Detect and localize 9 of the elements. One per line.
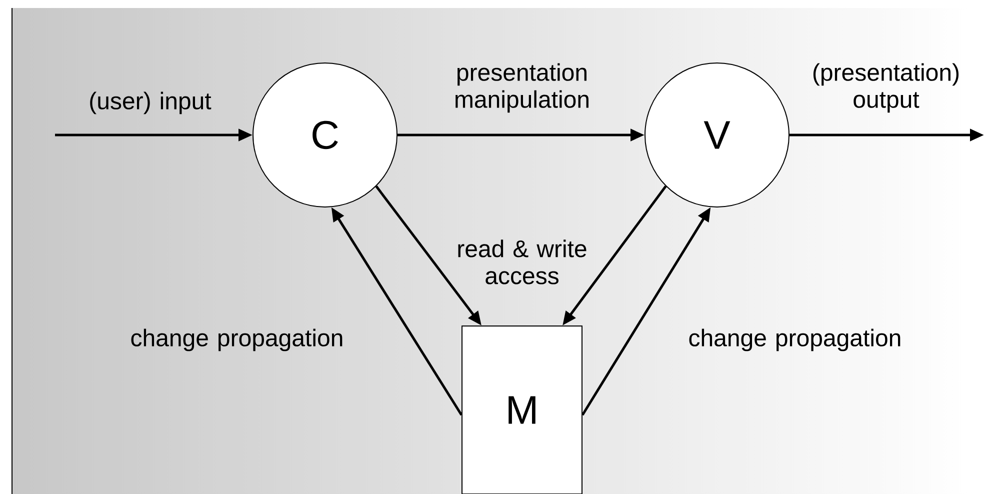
edge-label: change propagation xyxy=(131,328,342,352)
edge-label: (user) input xyxy=(90,92,212,114)
box-node: M xyxy=(462,326,582,494)
edge-label: presentation manipulation xyxy=(456,63,588,113)
text-label: read & write access xyxy=(458,240,586,284)
edge-label: change propagation xyxy=(689,328,900,352)
edge-label: (presentation) output xyxy=(813,63,959,113)
circle-node: C xyxy=(252,62,398,208)
circle-node: V xyxy=(644,62,790,208)
